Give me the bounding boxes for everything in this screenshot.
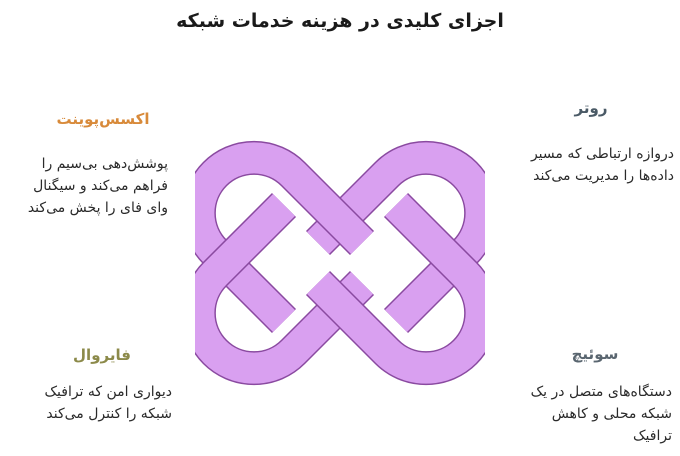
- switch-description: دستگاه‌های متصل در یک شبکه محلی و کاهش ت…: [530, 384, 672, 444]
- access-point-heading: اکسس‌پوینت: [56, 110, 150, 128]
- knot-loop-top-right: [305, 140, 485, 334]
- diagram-title: اجزای کلیدی در هزینه خدمات شبکه: [176, 10, 504, 32]
- firewall-heading: فایروال: [73, 346, 131, 364]
- knot-loop-bottom-right: [305, 192, 485, 386]
- router-heading: روتر: [574, 99, 608, 117]
- access-point-description: پوشش‌دهی بی‌سیم را فراهم می‌کند و سیگنال…: [27, 156, 168, 216]
- knot-diagram: [195, 140, 485, 386]
- router-description: دروازه ارتباطی که مسیر داده‌ها را مدیریت…: [530, 146, 674, 184]
- switch-heading: سوئیچ: [571, 345, 619, 363]
- firewall-description: دیواری امن که ترافیک شبکه را کنترل می‌کن…: [44, 384, 173, 422]
- knot-loop-top-left: [195, 140, 375, 334]
- knot-loop-bottom-left: [195, 192, 375, 386]
